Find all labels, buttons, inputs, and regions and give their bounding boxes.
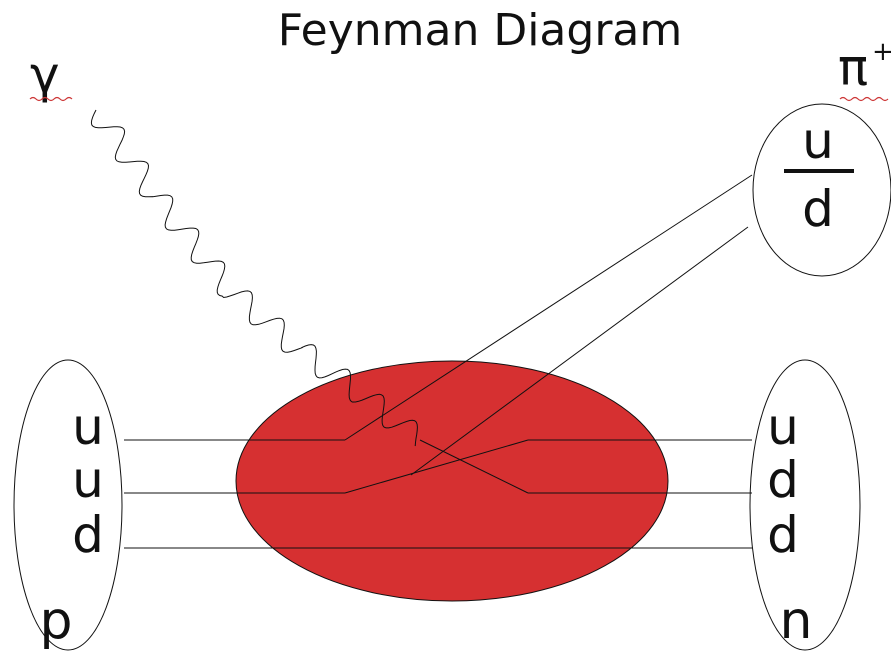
- proton-quark-1: u: [72, 398, 104, 456]
- pion-ellipse: [752, 103, 891, 277]
- neutron-quark-2: d: [767, 451, 799, 509]
- pion-symbol: π: [838, 39, 868, 97]
- pion-quark-bottom: d: [802, 180, 834, 238]
- diagram-title: Feynman Diagram: [278, 5, 683, 56]
- neutron-label: n: [780, 591, 813, 651]
- proton-quark-2: u: [72, 451, 104, 509]
- proton-ellipse: [13, 359, 123, 651]
- quark-line-photon-cross: [419, 439, 529, 494]
- proton-quark-3: d: [72, 506, 104, 564]
- pion-quark-top: u: [802, 112, 834, 170]
- neutron-quark-1: u: [767, 398, 799, 456]
- pion-line-lower: [410, 226, 749, 476]
- neutron-quark-3: d: [767, 506, 799, 564]
- pion-charge: +: [872, 37, 891, 67]
- pion-line-upper: [344, 174, 753, 441]
- photon-line: [90, 109, 418, 447]
- interaction-blob: [235, 360, 669, 602]
- neutron-ellipse: [749, 359, 861, 651]
- pion-symbol-underline: [839, 96, 889, 102]
- photon-symbol: γ: [30, 46, 60, 104]
- proton-label: p: [39, 591, 72, 651]
- quark-line-u2-cross: [344, 439, 529, 494]
- photon-symbol-underline: [29, 96, 73, 102]
